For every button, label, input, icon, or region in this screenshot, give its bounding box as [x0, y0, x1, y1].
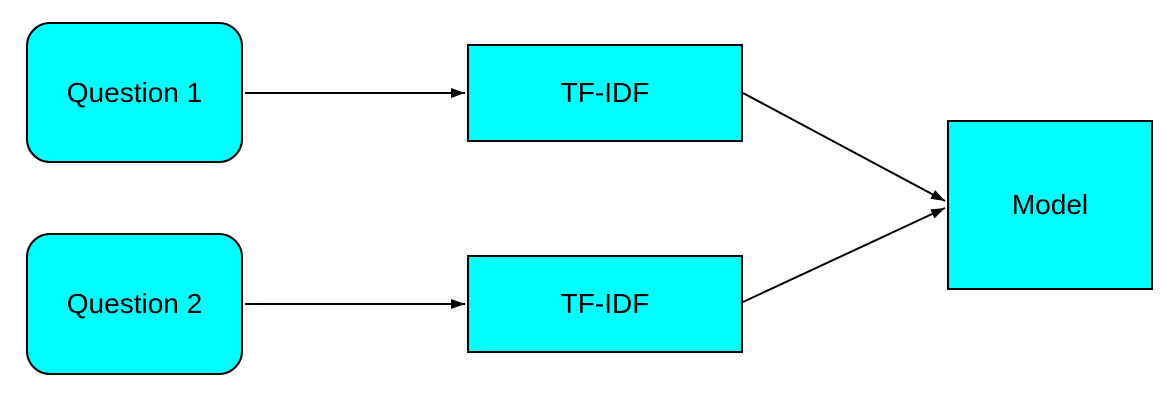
node-tfidf-top: TF-IDF	[467, 44, 743, 142]
node-question-2-label: Question 2	[66, 288, 203, 320]
node-tfidf-top-label: TF-IDF	[560, 77, 650, 109]
node-model: Model	[947, 120, 1153, 290]
node-question-1-label: Question 1	[66, 76, 203, 108]
edge-tfidf2-to-model	[742, 207, 946, 303]
edge-tfidf1-to-model	[742, 92, 946, 202]
node-model-label: Model	[1011, 189, 1089, 221]
node-question-2: Question 2	[26, 233, 243, 375]
node-question-1: Question 1	[26, 22, 243, 163]
node-tfidf-bottom-label: TF-IDF	[560, 288, 650, 320]
node-tfidf-bottom: TF-IDF	[467, 255, 743, 353]
